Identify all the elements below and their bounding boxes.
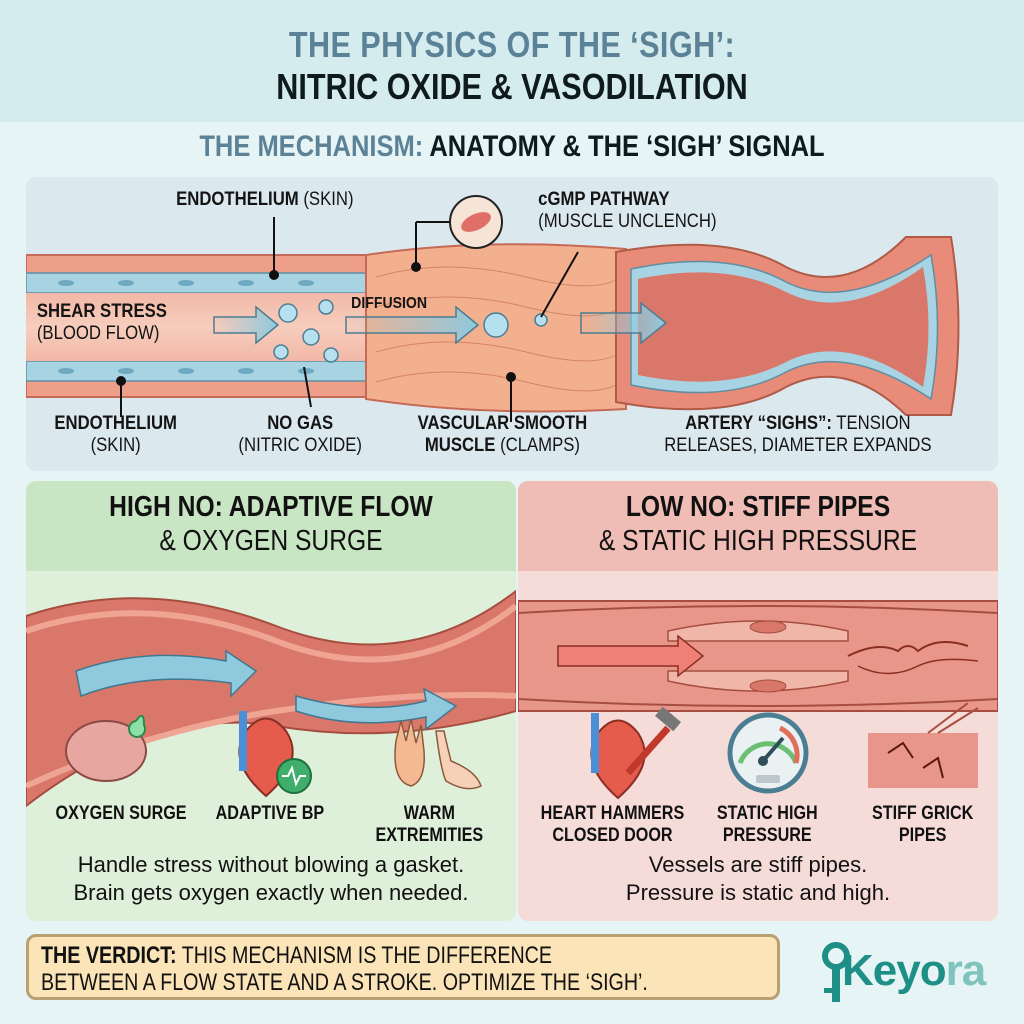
brain-icon [65,714,147,782]
key-icon [822,942,850,1002]
low-no-description: Vessels are stiff pipes. Pressure is sta… [625,852,891,905]
label-diffusion: DIFFUSION [351,295,428,312]
keyora-logo: Keyora [818,936,1008,1006]
heart-icon [238,711,312,798]
label-no-gas: NO GAS(NITRIC OXIDE) [238,413,362,456]
gauge-icon [727,712,809,794]
artery-diagram [26,195,960,422]
label-shear-stress: SHEAR STRESS(BLOOD FLOW) [36,301,167,344]
high-no-description: Handle stress without blowing a gasket. … [73,852,469,905]
high-no-panel: HIGH NO: ADAPTIVE FLOW & OXYGEN SURGE OX… [26,481,516,921]
subtitle-muted: THE MECHANISM: [199,130,424,163]
low-no-panel: LOW NO: STIFF PIPES & STATIC HIGH PRESSU… [518,481,998,921]
mechanism-panel: ENDOTHELIUM (SKIN) cGMP PATHWAY(MUSCLE U… [26,177,998,471]
header-banner: THE PHYSICS OF THE ‘SIGH’: NITRIC OXIDE … [0,0,1024,122]
logo-text: Keyora [842,946,986,995]
label-endothelium-top: ENDOTHELIUM (SKIN) [176,189,354,210]
low-no-icons [590,703,979,800]
high-no-heading: HIGH NO: ADAPTIVE FLOW [109,491,433,523]
high-no-header: HIGH NO: ADAPTIVE FLOW & OXYGEN SURGE [26,481,516,571]
mechanism-subtitle: THE MECHANISM: ANATOMY & THE ‘SIGH’ SIGN… [77,130,947,164]
title-line-2: NITRIC OXIDE & VASODILATION [276,66,748,107]
title-line-1: THE PHYSICS OF THE ‘SIGH’: [288,24,736,65]
verdict-box: THE VERDICT: THIS MECHANISM IS THE DIFFE… [26,934,780,1000]
high-no-subheading: & OXYGEN SURGE [159,525,383,557]
low-no-header: LOW NO: STIFF PIPES & STATIC HIGH PRESSU… [518,481,998,571]
subtitle-dark: ANATOMY & THE ‘SIGH’ SIGNAL [429,130,825,163]
label-endothelium-bottom: ENDOTHELIUM(SKIN) [54,413,177,456]
label-adaptive-bp: ADAPTIVE BP [215,803,325,824]
low-no-heading: LOW NO: STIFF PIPES [625,491,891,523]
stiff-vessel-illustration [518,600,998,712]
label-cgmp: cGMP PATHWAY(MUSCLE UNCLENCH) [538,189,717,232]
hand-foot-icon [394,718,482,790]
cracked-pipe-icon [868,703,979,788]
heart-hammer-icon [590,706,682,800]
low-no-subheading: & STATIC HIGH PRESSURE [598,525,918,557]
high-no-icons [65,711,482,798]
verdict-text: THE VERDICT: THIS MECHANISM IS THE DIFFE… [41,942,648,996]
label-oxygen-surge: OXYGEN SURGE [55,803,187,824]
